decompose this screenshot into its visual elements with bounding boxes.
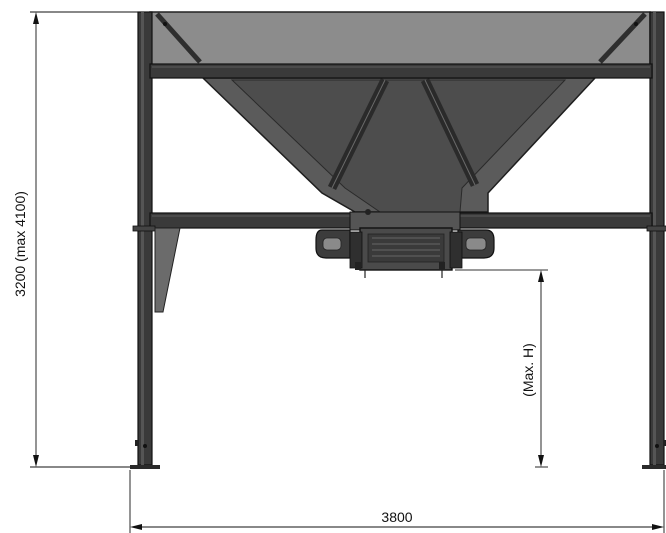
height-arrow-top	[33, 12, 39, 24]
height-dimension-label: 3200 (max 4100)	[12, 191, 28, 297]
height-arrow-bottom	[33, 455, 39, 467]
upper-beam	[149, 63, 653, 79]
dimension-annotations	[30, 11, 665, 533]
right-column	[649, 11, 665, 466]
outlet-arrow-bottom	[538, 455, 544, 467]
corner-brace-right	[598, 12, 647, 64]
outlet-arrow-top	[538, 270, 544, 282]
discharge-unit	[315, 209, 548, 278]
hopper	[149, 11, 651, 213]
base-plate-left	[130, 465, 160, 469]
width-arrow-right	[652, 524, 664, 530]
hopper-top-section	[149, 11, 651, 67]
support-frame	[130, 11, 666, 469]
outlet-height-label: (Max. H)	[520, 343, 536, 397]
base-plate-right	[642, 465, 666, 469]
width-arrow-left	[130, 524, 142, 530]
width-dimension-label: 3800	[381, 509, 412, 525]
left-column	[137, 11, 153, 466]
corner-brace-left	[155, 12, 202, 64]
side-gusset-left	[154, 227, 181, 313]
